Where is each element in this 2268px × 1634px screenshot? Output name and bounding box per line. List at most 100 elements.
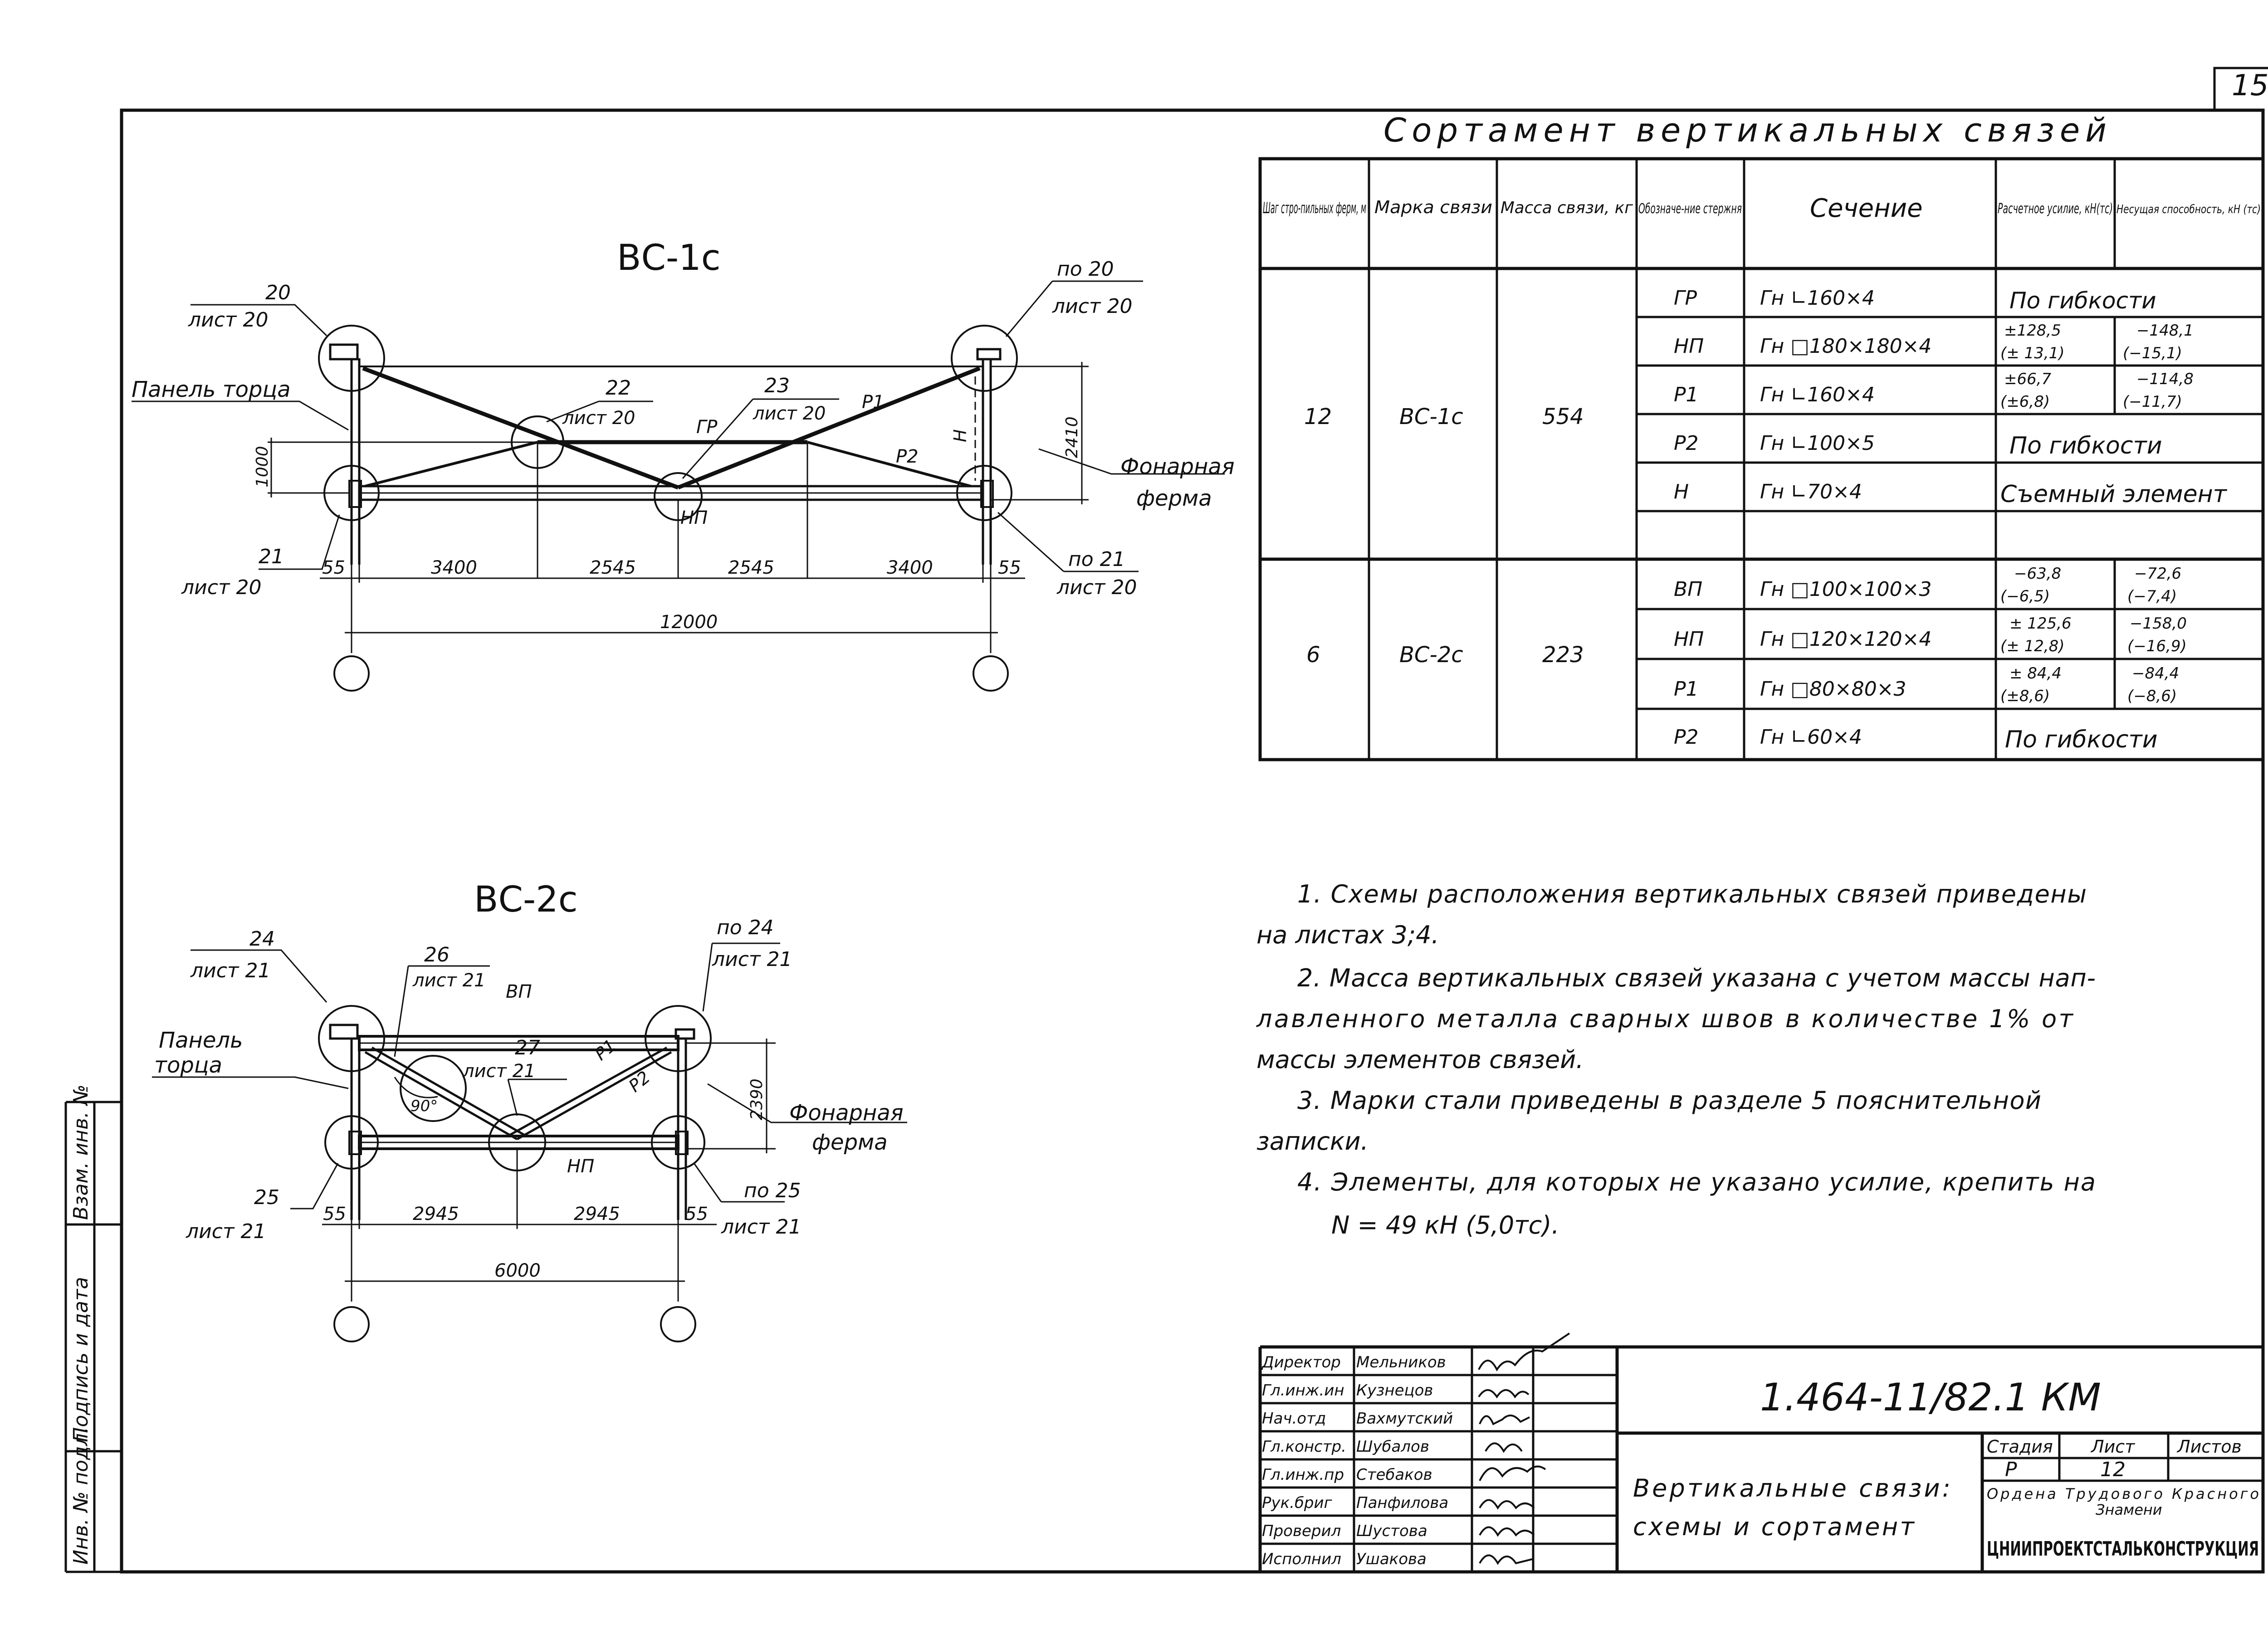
- dim-3400-a: 3400: [431, 557, 477, 578]
- header-rod: Обозначе-ние стержня: [1638, 201, 1742, 217]
- label-panel: Панель торца: [132, 377, 291, 402]
- g1-mass: 554: [1542, 404, 1584, 429]
- table-cell-force: (± 12,8): [2000, 637, 2065, 655]
- header-capacity: Несущая способность, кН (тс): [2116, 203, 2261, 216]
- stage-value: Р: [2005, 1458, 2017, 1481]
- dim-55-left: 55: [323, 1204, 346, 1224]
- label-np: НП: [680, 507, 708, 528]
- dim-12000: 12000: [660, 612, 718, 633]
- g1-rows: ГР Гн ∟160×4 По гибкости НП Гн □180×180×…: [1674, 287, 2228, 508]
- callout-25r: по 25: [744, 1179, 801, 1202]
- side-label-inv: Инв. № подл.: [69, 1427, 93, 1565]
- callout-20-sheet: лист 20: [188, 308, 269, 332]
- callout-21r-sheet: лист 20: [1056, 576, 1137, 599]
- diagram1-title: ВС-1с: [617, 238, 721, 278]
- label-h: Н: [950, 429, 970, 442]
- table-cell-rod: Р2: [1674, 726, 1699, 749]
- callout-24: 24: [249, 927, 275, 951]
- stamp-name: Шустова: [1356, 1522, 1427, 1540]
- org-line-1: Ордена Трудового Красного: [1987, 1485, 2259, 1502]
- table-cell-section: Гн ∟100×5: [1760, 432, 1875, 455]
- table-cell-force: ±66,7: [2004, 370, 2052, 388]
- header-mark: Марка связи: [1374, 197, 1492, 217]
- table-cell-force: ±128,5: [2004, 322, 2061, 340]
- table-cell-capacity: −114,8: [2136, 370, 2194, 388]
- note-4b: N = 49 кН (5,0тс).: [1331, 1211, 1559, 1239]
- callout-20r-sheet: лист 20: [1052, 295, 1133, 318]
- label-p1: Р1: [862, 392, 885, 413]
- header-step: Шаг стро-пильных ферм, м: [1263, 199, 1366, 217]
- dim-55-right: 55: [685, 1204, 708, 1224]
- table-cell-rod: ВП: [1674, 578, 1702, 601]
- dim-3400-b: 3400: [887, 557, 933, 578]
- g1-mark: ВС-1с: [1399, 404, 1463, 429]
- table-cell-section: Гн □80×80×3: [1760, 678, 1906, 701]
- stamp-name: Панфилова: [1356, 1494, 1448, 1512]
- diagram2-labels: 24 лист 21 по 24 лист 21 26 лист 21 ВП П…: [154, 916, 904, 1243]
- table-cell-section: Гн □100×100×3: [1760, 578, 1932, 601]
- dim-55-left: 55: [322, 557, 345, 578]
- diagram2-title: ВС-2с: [474, 879, 578, 920]
- callout-27: 27: [515, 1036, 540, 1059]
- callout-26-sheet: лист 21: [412, 970, 485, 991]
- table-cell-force: (±6,8): [2000, 393, 2050, 411]
- g2-rows: ВП Гн □100×100×3 −63,8 (−6,5) −72,6 (−7,…: [1674, 565, 2187, 753]
- table-cell-section: Гн □180×180×4: [1760, 335, 1932, 358]
- callout-20: 20: [265, 281, 291, 304]
- stamp-name: Вахмутский: [1356, 1410, 1453, 1428]
- note-3b: записки.: [1256, 1127, 1369, 1156]
- label-np: НП: [567, 1156, 594, 1177]
- callout-20r: по 20: [1057, 258, 1114, 281]
- stamp-role: Гл.инж.ин: [1262, 1381, 1344, 1400]
- note-2c: массы элементов связей.: [1256, 1045, 1584, 1074]
- callout-25r-sheet: лист 21: [721, 1215, 802, 1239]
- dim-55-right: 55: [998, 557, 1021, 578]
- label-lantern-1: Фонарная: [1120, 454, 1235, 479]
- diagram1-labels: 20 лист 20 по 20 лист 20 Панель торца 22…: [132, 258, 1235, 599]
- table-cell-merged: Съемный элемент: [2000, 481, 2228, 508]
- diagram2-dims: 55 2945 2945 55 6000 2390: [323, 1078, 766, 1281]
- table-cell-merged: По гибкости: [2009, 288, 2156, 314]
- table-cell-capacity: (−16,9): [2127, 637, 2187, 655]
- table-cell-rod: НП: [1674, 335, 1704, 358]
- dim-2545-a: 2545: [590, 557, 636, 578]
- stamp-role: Проверил: [1262, 1522, 1341, 1540]
- label-lantern-2: ферма: [1136, 486, 1212, 511]
- label-p2: Р2: [625, 1067, 654, 1096]
- header-force: Расчетное усилие, кН(тс): [1998, 201, 2113, 217]
- title-block-people: Директор Мельников Гл.инж.ин Кузнецов На…: [1261, 1353, 1453, 1568]
- table-cell-merged: По гибкости: [2005, 726, 2158, 753]
- header-section: Сечение: [1810, 194, 1923, 223]
- callout-24-sheet: лист 21: [190, 959, 271, 982]
- sheet-value: 12: [2100, 1458, 2126, 1481]
- org-line-2: Знамени: [2096, 1501, 2162, 1518]
- table-cell-capacity: −148,1: [2136, 322, 2194, 340]
- note-4a: 4. Элементы, для которых не указано усил…: [1297, 1168, 2096, 1196]
- g1-step: 12: [1304, 404, 1332, 429]
- callout-27-sheet: лист 21: [462, 1061, 535, 1082]
- dim-6000: 6000: [494, 1260, 541, 1281]
- signature-scribbles: [1478, 1332, 1570, 1565]
- stamp-name: Ушакова: [1356, 1550, 1427, 1568]
- note-1b: на листах 3;4.: [1256, 921, 1439, 949]
- stamp-name: Стебаков: [1356, 1466, 1432, 1484]
- callout-21-sheet: лист 20: [181, 576, 262, 599]
- dim-2410: 2410: [1063, 416, 1081, 458]
- table-cell-section: Гн ∟60×4: [1760, 726, 1862, 749]
- table-cell-force: ± 125,6: [2009, 615, 2072, 633]
- table-title: Сортамент вертикальных связей: [1383, 111, 2112, 149]
- title-block-grid: [1258, 1345, 2263, 1572]
- table-cell-capacity: −158,0: [2130, 615, 2187, 633]
- table-cell-rod: Р2: [1674, 432, 1699, 455]
- callout-22: 22: [606, 376, 631, 400]
- diagram2-structure: [152, 942, 907, 1342]
- sheet-frame: [120, 67, 2268, 1574]
- table-cell-rod: ГР: [1674, 287, 1697, 310]
- table-headers: Шаг стро-пильных ферм, м Марка связи Мас…: [1263, 194, 2261, 223]
- notes: 1. Схемы расположения вертикальных связе…: [1256, 880, 2096, 1239]
- label-panel-2: торца: [154, 1053, 222, 1078]
- label-lantern-1: Фонарная: [789, 1100, 904, 1126]
- table-cell-force: −63,8: [2014, 565, 2061, 583]
- label-angle: 90°: [411, 1097, 438, 1115]
